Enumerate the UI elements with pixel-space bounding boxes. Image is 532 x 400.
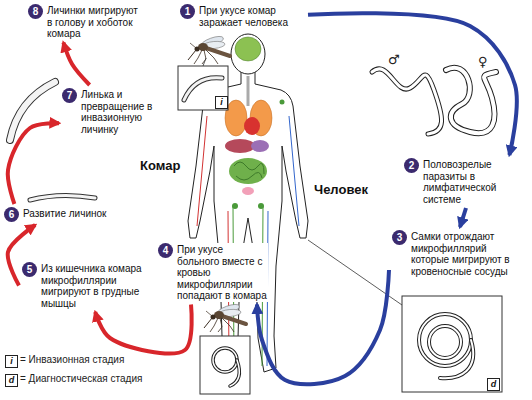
step-callout: 2Половозрелые паразиты в лимфатической с… bbox=[404, 158, 528, 205]
callout-number: 5 bbox=[22, 262, 37, 277]
callout-number: 2 bbox=[404, 158, 419, 173]
step-callout: 6Развитие личинок bbox=[4, 207, 108, 222]
step-callout: 8Личинки мигрируют в голову и хоботок ко… bbox=[28, 4, 146, 40]
legend-text: = Инвазионная стадия bbox=[20, 354, 124, 365]
step-text: Самки отрождают микрофиллярий которые ми… bbox=[410, 230, 528, 277]
intestine-coil bbox=[234, 162, 264, 180]
cycle-arrow bbox=[460, 208, 466, 227]
head bbox=[231, 34, 265, 74]
vein bbox=[289, 116, 299, 226]
step-text: Личинки мигрируют в голову и хоботок ком… bbox=[46, 4, 146, 40]
microfilaria bbox=[419, 314, 471, 366]
inset-box bbox=[200, 336, 250, 394]
callout-number: 7 bbox=[62, 88, 77, 103]
leader-line bbox=[203, 58, 206, 66]
step-callout: 1При укусе комар заражает человека bbox=[180, 4, 305, 28]
liver bbox=[225, 139, 255, 153]
adult-worm bbox=[372, 69, 442, 134]
microfilaria bbox=[419, 314, 471, 366]
step-callout: 4При укусе больного вместе с кровью микр… bbox=[158, 243, 268, 302]
callout-number: 6 bbox=[4, 207, 19, 222]
step-text: При укусе комар заражает человека bbox=[198, 4, 305, 28]
sex-symbol: ♀ bbox=[478, 54, 488, 69]
microfilaria bbox=[230, 360, 239, 386]
step-callout: 7Линька и превращение в инвазионную личи… bbox=[62, 88, 154, 135]
larva bbox=[10, 82, 55, 140]
mosquito bbox=[204, 302, 246, 332]
step-text: Половозрелые паразиты в лимфатической си… bbox=[422, 158, 528, 205]
sex-symbol: ♂ bbox=[388, 52, 400, 67]
stage-badge: d bbox=[5, 374, 18, 387]
region-label: Человек bbox=[314, 182, 368, 197]
microfilaria bbox=[440, 340, 473, 378]
heart bbox=[244, 117, 260, 135]
adult-worm bbox=[446, 68, 496, 133]
stage-badge: i bbox=[215, 96, 228, 109]
stomach bbox=[251, 140, 269, 152]
legend-entry: = Диагностическая стадия bbox=[20, 373, 142, 384]
larva bbox=[10, 82, 55, 140]
step-callout: 5Из кишечника комара микрофиллярии мигри… bbox=[22, 262, 144, 309]
cycle-arrow bbox=[308, 13, 517, 155]
cycle-arrow bbox=[8, 123, 59, 204]
artery bbox=[197, 116, 207, 226]
cycle-arrow bbox=[257, 270, 389, 384]
mosquito bbox=[188, 34, 230, 64]
microfilaria bbox=[429, 326, 461, 358]
callout-number: 1 bbox=[180, 4, 195, 19]
intestines bbox=[229, 158, 267, 184]
adult-worm bbox=[372, 69, 442, 134]
step-text: Развитие личинок bbox=[22, 207, 107, 220]
lymph-node bbox=[232, 203, 238, 209]
larva bbox=[30, 195, 95, 200]
inset-box bbox=[402, 296, 502, 392]
larva bbox=[30, 195, 95, 200]
legend-text: = Диагностическая стадия bbox=[20, 373, 142, 384]
step-callout: 3Самки отрождают микрофиллярий которые м… bbox=[392, 230, 528, 277]
lymph-node bbox=[258, 203, 264, 209]
cycle-arrow bbox=[95, 305, 191, 354]
inset-box bbox=[178, 66, 228, 110]
microfilaria bbox=[213, 348, 237, 372]
callout-number: 8 bbox=[28, 4, 43, 19]
microfilaria bbox=[440, 340, 473, 378]
region-label: Комар bbox=[140, 158, 180, 173]
callout-number: 3 bbox=[392, 230, 407, 245]
lymph-node bbox=[280, 100, 285, 105]
brain bbox=[235, 37, 261, 61]
stage-badge: i bbox=[5, 355, 18, 368]
microfilaria bbox=[230, 360, 239, 386]
step-text: Из кишечника комара микрофиллярии мигрир… bbox=[40, 262, 144, 309]
legend-entry: = Инвазионная стадия bbox=[20, 354, 124, 365]
stage-badge: d bbox=[487, 378, 500, 391]
cycle-arrow bbox=[63, 43, 89, 86]
microfilaria bbox=[429, 326, 461, 358]
adult-worm bbox=[446, 68, 496, 133]
step-text: Линька и превращение в инвазионную личин… bbox=[80, 88, 154, 135]
step-text: При укусе больного вместе с кровью микро… bbox=[176, 243, 268, 302]
body-outline bbox=[188, 72, 308, 372]
bladder bbox=[242, 187, 254, 195]
microfilaria bbox=[213, 348, 237, 372]
trachea bbox=[247, 76, 250, 106]
callout-number: 4 bbox=[158, 243, 173, 258]
